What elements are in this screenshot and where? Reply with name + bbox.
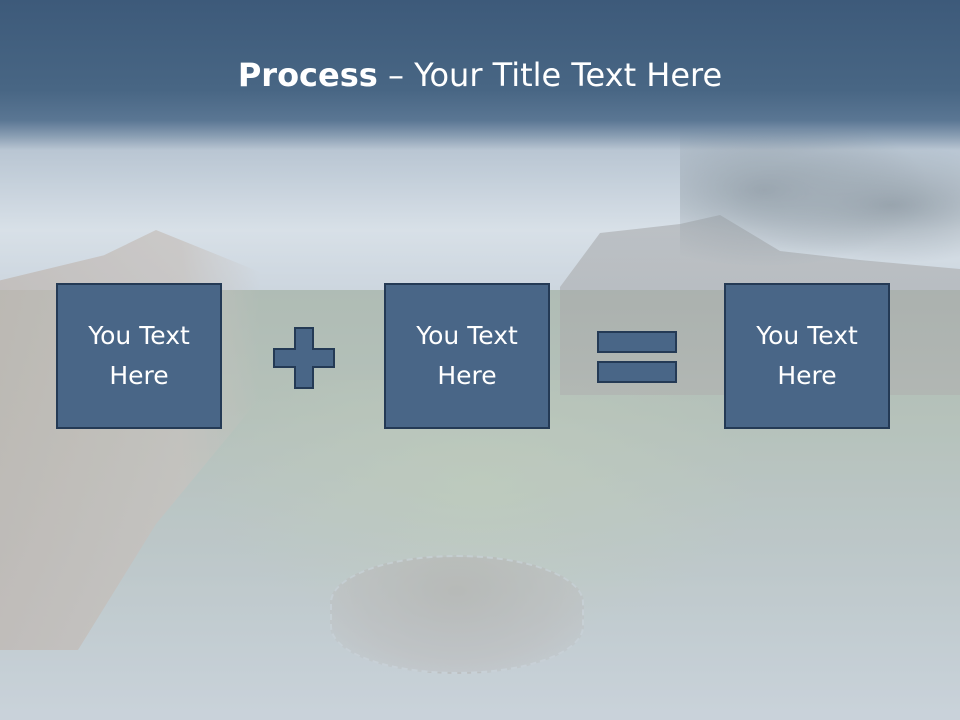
background-fountain-basin [330,555,584,674]
title-rest-part: – Your Title Text Here [377,56,723,94]
process-box-2[interactable]: You Text Here [384,283,550,429]
process-box-3-line2: Here [777,361,837,390]
slide-title[interactable]: Process – Your Title Text Here [0,52,960,98]
title-bold-part: Process [237,56,378,94]
process-box-1[interactable]: You Text Here [56,283,222,429]
process-box-1-line1: You Text [88,321,190,350]
process-box-2-text: You Text Here [397,316,537,396]
process-box-2-line1: You Text [416,321,518,350]
process-box-3[interactable]: You Text Here [724,283,890,429]
process-box-3-text: You Text Here [737,316,877,396]
process-box-1-line2: Here [109,361,169,390]
equals-icon [597,331,677,383]
process-box-1-text: You Text Here [69,316,209,396]
process-box-2-line2: Here [437,361,497,390]
background-trees [680,130,960,280]
plus-icon [273,327,335,389]
title-bar [0,0,960,150]
process-box-3-line1: You Text [756,321,858,350]
